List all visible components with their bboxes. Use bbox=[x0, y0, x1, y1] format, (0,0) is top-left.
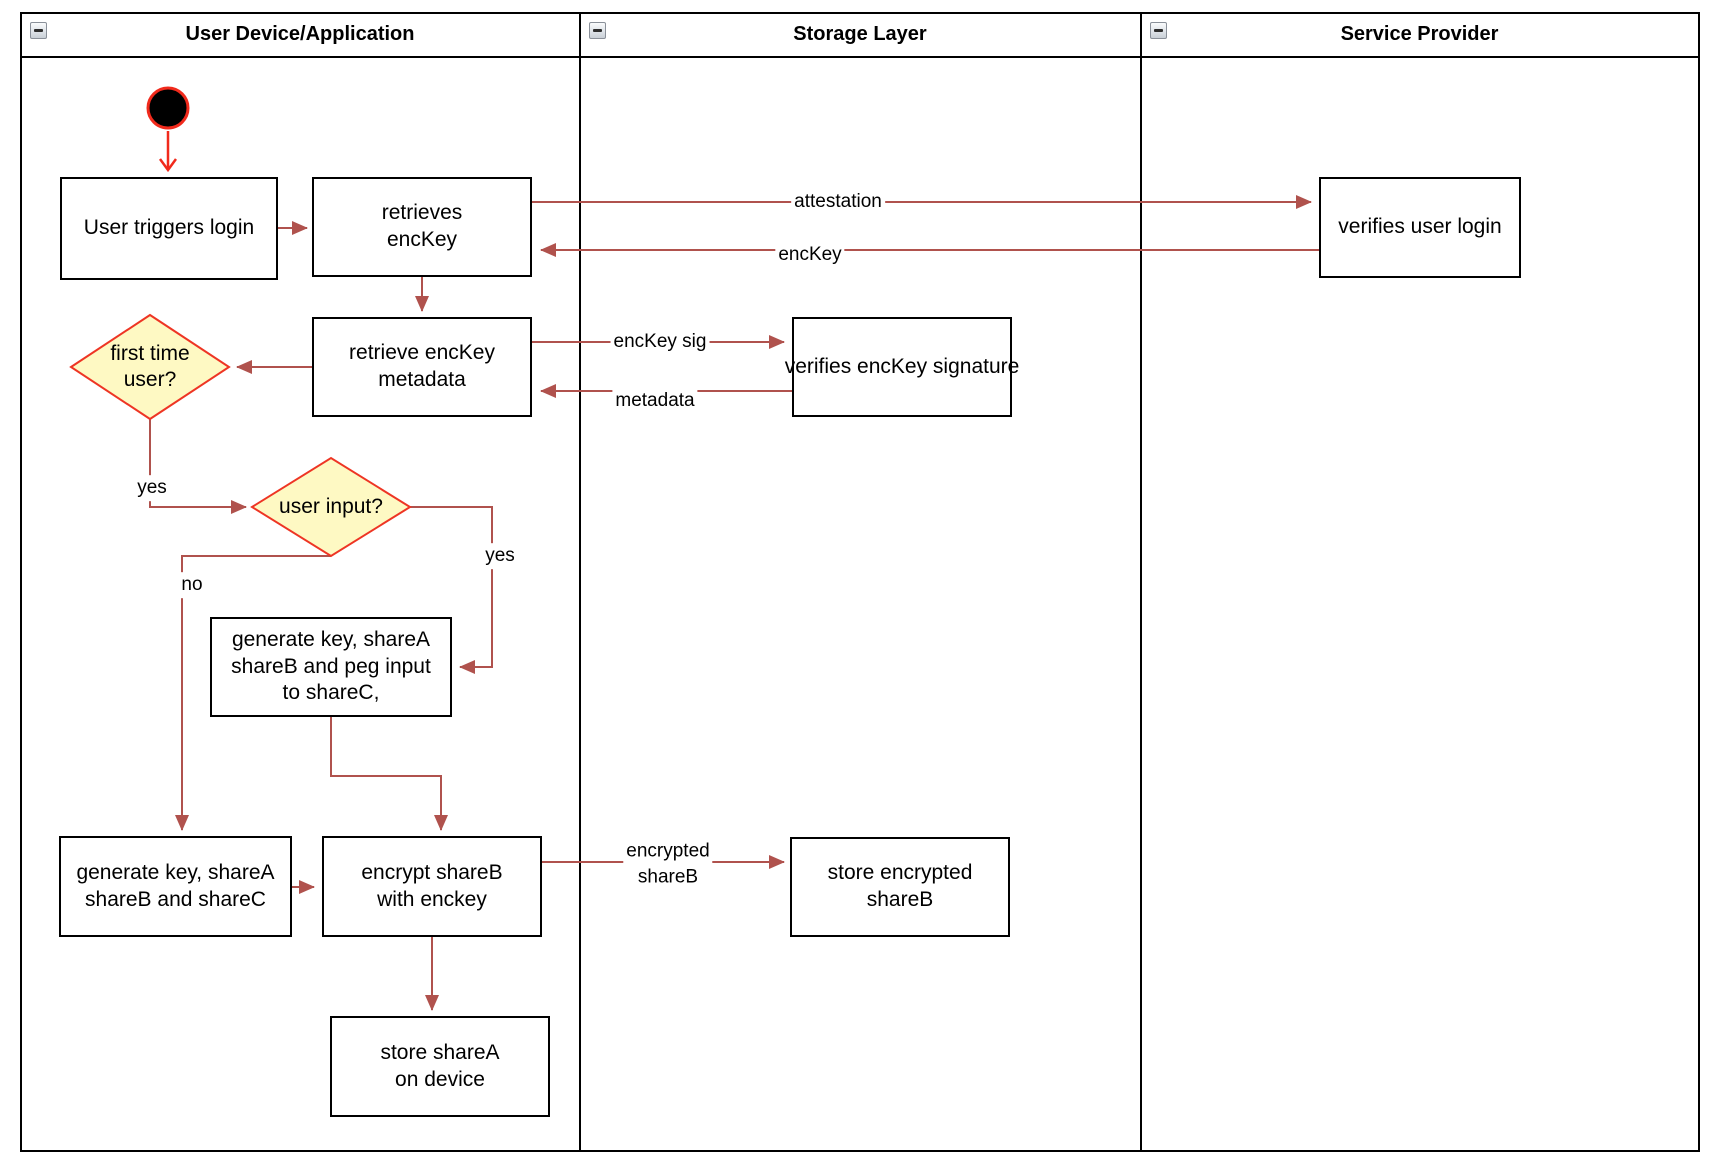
lane-title-service-provider: Service Provider bbox=[1340, 22, 1499, 45]
collapse-icon[interactable] bbox=[30, 22, 47, 39]
node-retrieve-enckey-metadata[interactable]: retrieve encKey metadata bbox=[312, 317, 532, 417]
lane-header-separator bbox=[20, 56, 1700, 58]
edge-peg-to-encrypt bbox=[330, 717, 448, 831]
node-verifies-enckey-signature[interactable]: verifies encKey signature bbox=[785, 317, 1019, 417]
lane-divider-2 bbox=[1140, 12, 1142, 1150]
minus-icon bbox=[34, 29, 43, 32]
start-node[interactable] bbox=[146, 86, 190, 130]
decision-text-first-time-user: first time user? bbox=[110, 341, 190, 391]
decision-text-user-input: user input? bbox=[279, 494, 383, 518]
edge-label-no-user-input: no bbox=[178, 572, 206, 598]
swimlane-frame bbox=[20, 12, 1700, 1152]
lane-divider-1 bbox=[579, 12, 581, 1150]
lane-title-storage-layer: Storage Layer bbox=[793, 22, 927, 45]
edge-userinput-yes-to-peg bbox=[410, 506, 493, 674]
edge-label-metadata: metadata bbox=[612, 388, 698, 414]
edge-label-encrypted-shareb: encrypted shareB bbox=[623, 838, 713, 890]
edge-label-yes-first-time: yes bbox=[134, 475, 170, 501]
node-retrieves-enckey[interactable]: retrieves encKey bbox=[312, 177, 532, 277]
edge-label-enckey-sig: encKey sig bbox=[610, 329, 710, 355]
collapse-icon[interactable] bbox=[589, 22, 606, 39]
node-generate-key-peg-input[interactable]: generate key, shareA shareB and peg inpu… bbox=[210, 617, 452, 717]
decision-user-input[interactable] bbox=[250, 456, 412, 558]
collapse-icon[interactable] bbox=[1150, 22, 1167, 39]
node-encrypt-shareb[interactable]: encrypt shareB with enckey bbox=[322, 836, 542, 937]
minus-icon bbox=[593, 29, 602, 32]
node-generate-key-sharec[interactable]: generate key, shareA shareB and shareC bbox=[59, 836, 292, 937]
lane-title-user-device: User Device/Application bbox=[185, 22, 415, 45]
edge-label-enckey: encKey bbox=[775, 242, 845, 268]
node-verifies-user-login[interactable]: verifies user login bbox=[1319, 177, 1521, 278]
decision-first-time-user[interactable] bbox=[69, 313, 231, 421]
edge-firsttime-yes-to-userinput bbox=[149, 419, 247, 514]
edge-label-yes-user-input: yes bbox=[482, 543, 518, 569]
node-store-encrypted-shareb[interactable]: store encrypted shareB bbox=[790, 837, 1010, 937]
minus-icon bbox=[1154, 29, 1163, 32]
node-user-triggers-login[interactable]: User triggers login bbox=[60, 177, 278, 280]
node-store-sharea[interactable]: store shareA on device bbox=[330, 1016, 550, 1117]
edge-label-attestation: attestation bbox=[791, 189, 885, 215]
edge-userinput-no-to-generate bbox=[175, 555, 331, 831]
